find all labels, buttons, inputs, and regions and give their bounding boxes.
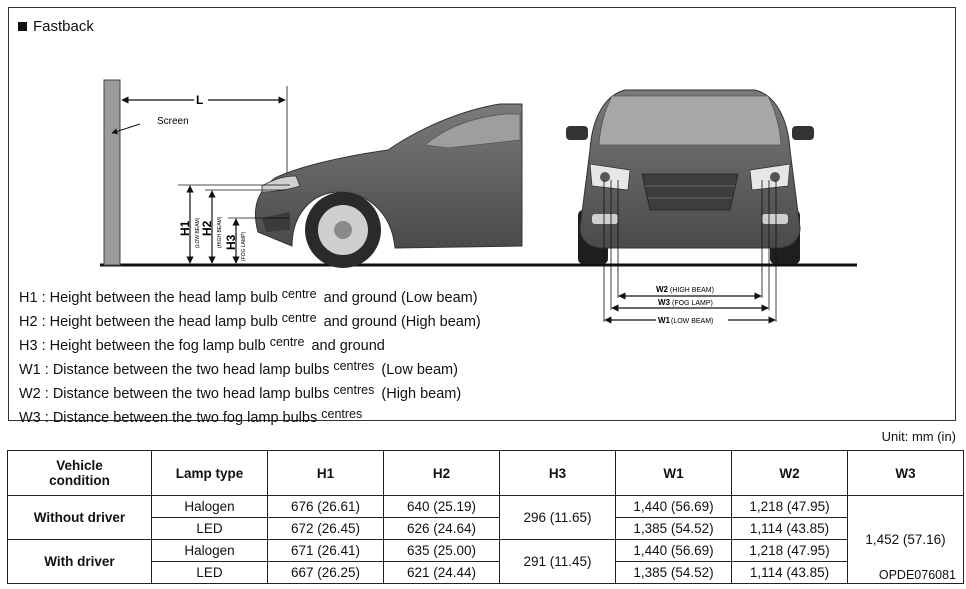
w3-cell: 1,452 (57.16) xyxy=(847,495,964,584)
headlamp-aiming-diagram: Screen L H1 (LOW BEAM) H2 (HIGH BEAM) H3… xyxy=(100,79,857,325)
table-row: Without driver Halogen 676 (26.61) 640 (… xyxy=(7,495,964,584)
header-h1: H1 xyxy=(267,450,384,496)
screen-post xyxy=(103,79,121,266)
h1-cell: 676 (26.61) xyxy=(267,495,384,518)
w2-label: W2 xyxy=(656,285,669,294)
car-front-view xyxy=(566,89,814,264)
header-w3: W3 xyxy=(847,450,964,496)
table-row: With driver Halogen 671 (26.41) 635 (25.… xyxy=(7,539,964,584)
table-row: LED 667 (26.25) 621 (24.44) 1,385 (54.52… xyxy=(8,561,964,584)
legend-row-h2: H2 : Height between the head lamp bulb c… xyxy=(19,311,481,330)
w2-sub-label: (HIGH BEAM) xyxy=(670,287,714,294)
h1-cell: 672 (26.45) xyxy=(267,517,384,540)
h3-cell: 296 (11.65) xyxy=(499,495,616,540)
screen-label: Screen xyxy=(157,116,189,127)
condition-cell: Without driver xyxy=(7,495,152,540)
h2-cell: 626 (24.64) xyxy=(383,517,500,540)
h2-sub-label: (HIGH BEAM) xyxy=(217,216,223,248)
h2-label: H2 xyxy=(200,220,214,236)
lamp-type-cell: Halogen xyxy=(151,539,268,562)
header-h3: H3 xyxy=(499,450,616,496)
h1-cell: 671 (26.41) xyxy=(267,539,384,562)
h1-label: H1 xyxy=(178,220,192,236)
w1-sub-label: (LOW BEAM) xyxy=(671,318,713,325)
w2-cell: 1,218 (47.95) xyxy=(731,539,848,562)
car-side-view xyxy=(255,103,523,268)
h2-cell: 621 (24.44) xyxy=(383,561,500,584)
lamp-type-cell: Halogen xyxy=(151,495,268,518)
w3-sub-label: (FOG LAMP) xyxy=(672,300,713,307)
lamp-type-cell: LED xyxy=(151,561,268,584)
table-row: LED 672 (26.45) 626 (24.64) 1,385 (54.52… xyxy=(8,517,964,540)
w1-cell: 1,440 (56.69) xyxy=(615,495,732,518)
header-w1: W1 xyxy=(615,450,732,496)
unit-label: Unit: mm (in) xyxy=(881,429,956,444)
figure-heading-text: Fastback xyxy=(33,18,94,35)
h1-cell: 667 (26.25) xyxy=(267,561,384,584)
h3-label: H3 xyxy=(224,234,238,250)
w1-cell: 1,385 (54.52) xyxy=(615,517,732,540)
legend-row-w1: W1 : Distance between the two head lamp … xyxy=(19,359,458,378)
header-h2: H2 xyxy=(383,450,500,496)
header-lamp-type: Lamp type xyxy=(151,450,268,496)
lamp-type-cell: LED xyxy=(151,517,268,540)
h2-cell: 640 (25.19) xyxy=(383,495,500,518)
table-header-row: Vehicle condition Lamp type H1 H2 H3 W1 … xyxy=(7,450,964,496)
h3-cell: 291 (11.45) xyxy=(499,539,616,584)
w1-cell: 1,440 (56.69) xyxy=(615,539,732,562)
l-label: L xyxy=(196,93,203,107)
w1-cell: 1,385 (54.52) xyxy=(615,561,732,584)
w3-label: W3 xyxy=(658,298,671,307)
square-bullet-icon xyxy=(18,22,27,31)
h3-sub-label: (FOG LAMP) xyxy=(241,231,247,261)
h2-cell: 635 (25.00) xyxy=(383,539,500,562)
headlamp-spec-table: Vehicle condition Lamp type H1 H2 H3 W1 … xyxy=(7,450,964,584)
w1-label: W1 xyxy=(658,316,671,325)
w2-cell: 1,114 (43.85) xyxy=(731,561,848,584)
condition-cell: With driver xyxy=(7,539,152,584)
legend-row-w2: W2 : Distance between the two head lamp … xyxy=(19,383,462,402)
header-w2: W2 xyxy=(731,450,848,496)
figure-frame xyxy=(8,7,956,421)
legend: H1 : Height between the head lamp bulb c… xyxy=(19,284,481,428)
h1-sub-label: (LOW BEAM) xyxy=(195,217,201,248)
w2-cell: 1,218 (47.95) xyxy=(731,495,848,518)
legend-row-h1: H1 : Height between the head lamp bulb c… xyxy=(19,287,478,306)
screen-pointer xyxy=(111,123,141,135)
w2-cell: 1,114 (43.85) xyxy=(731,517,848,540)
figure-heading: Fastback xyxy=(18,18,94,35)
legend-row-w3: W3 : Distance between the two fog lamp b… xyxy=(19,407,363,426)
legend-row-h3: H3 : Height between the fog lamp bulb ce… xyxy=(19,335,385,354)
header-vehicle-condition: Vehicle condition xyxy=(7,450,152,496)
